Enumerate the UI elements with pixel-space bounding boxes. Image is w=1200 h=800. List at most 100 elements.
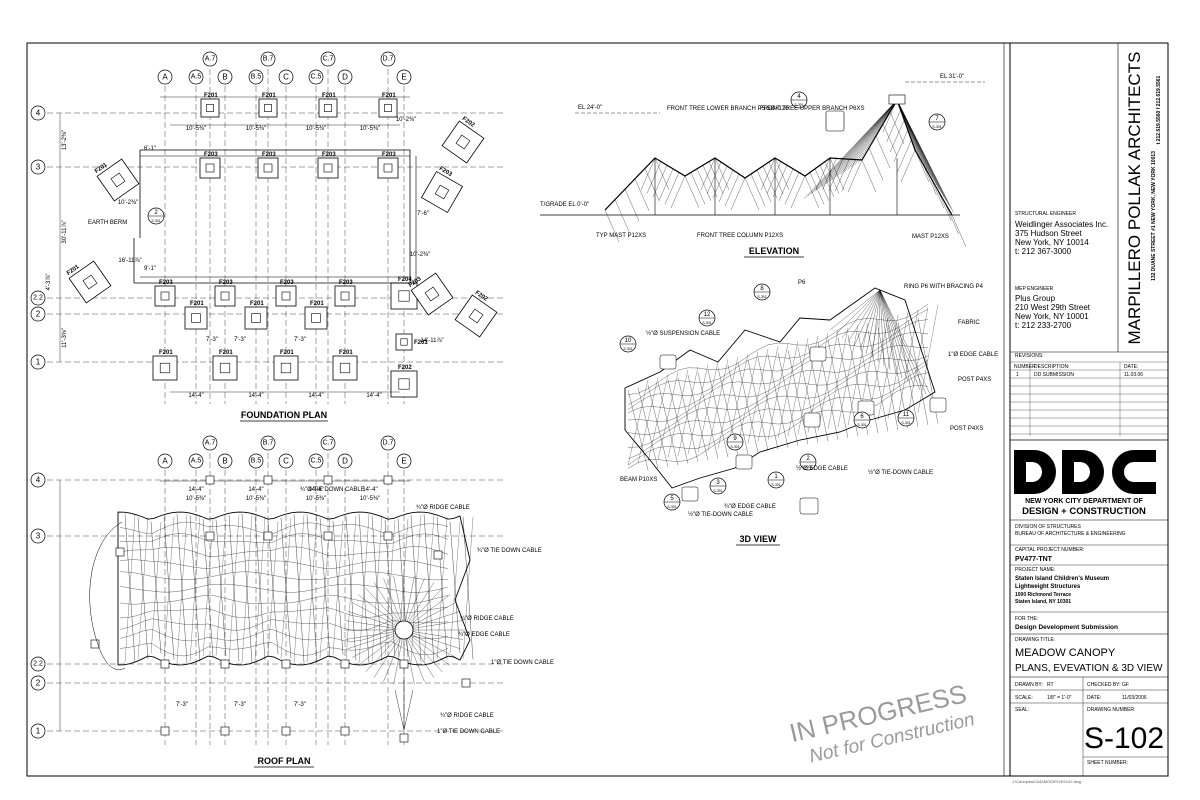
- line-work: [937, 188, 952, 222]
- line-work: [818, 99, 898, 189]
- dimension: 10'-5⅜": [360, 126, 380, 132]
- division: DIVISION OF STRUCTURES: [1015, 524, 1082, 530]
- line-work: [768, 161, 784, 195]
- line-work: [854, 99, 898, 165]
- footing: [244, 306, 268, 330]
- dimension: 14'-4": [366, 393, 381, 399]
- grid-bubble-label: B.7: [263, 440, 274, 447]
- line-work: [697, 372, 719, 459]
- grid-bubble-label: C.7: [323, 440, 334, 447]
- dimension: 7'-3": [234, 337, 246, 343]
- footing-rotated: F202: [454, 290, 498, 338]
- revisions-col-date: DATE:: [1124, 364, 1138, 370]
- line-work: [345, 516, 357, 661]
- grid-bubble-label: 2.2: [33, 661, 43, 668]
- line-work: [760, 157, 776, 191]
- grid-bubble-label: B.5: [251, 74, 262, 81]
- callout-number: 2: [154, 210, 158, 216]
- line-work: [861, 159, 877, 193]
- elevation-note: TYP MAST P12XS: [596, 233, 646, 239]
- line-work: [877, 289, 881, 363]
- line-work: [822, 158, 837, 191]
- post-base: [220, 659, 230, 669]
- grid-bubble-label: 2: [36, 310, 41, 319]
- grid-bubble: [380, 435, 396, 451]
- dimension: 7'-3": [176, 702, 188, 708]
- 3d-note: ½"Ø SUSPENSION CABLE: [646, 330, 720, 337]
- callout-sheet: S-301: [771, 483, 780, 487]
- line-work: [707, 369, 729, 458]
- grid-bubble: [260, 435, 276, 451]
- callout-sheet: S-301: [730, 445, 739, 449]
- scale-value: 1/8" = 1'-0": [1047, 695, 1072, 701]
- line-work: [644, 168, 660, 201]
- project-address-1: 1000 Richmond Terrace: [1015, 592, 1071, 598]
- line-work: [614, 199, 630, 232]
- footing-rotated: F201: [94, 158, 140, 202]
- post-base: [323, 531, 333, 541]
- project-name-2: Lightweight Structures: [1015, 584, 1081, 590]
- post-base: [433, 550, 443, 560]
- line-work: [664, 172, 680, 205]
- dimension: 7'-6": [417, 211, 429, 217]
- elevation-note: FRONT TREE LOWER BRANCH PS 5Ø×120: [667, 106, 789, 112]
- mast-ring: [888, 94, 906, 105]
- line-work: [344, 620, 396, 629]
- mesh-line: [119, 521, 449, 535]
- line-work: [822, 99, 898, 187]
- structural-line: 375 Hudson Street: [1015, 229, 1082, 238]
- earth-berm: [89, 521, 126, 670]
- line-work: [847, 289, 881, 343]
- line-work: [677, 366, 699, 457]
- sheet-number-label: SHEET NUMBER:: [1087, 760, 1128, 766]
- line-work: [637, 377, 659, 464]
- grid-bubble-label: 2: [36, 679, 41, 688]
- drawing-title-2: PLANS, EVEVATION & 3D VIEW: [1015, 663, 1163, 674]
- 3d-note: ½"Ø TIE-DOWN CABLE: [688, 511, 753, 518]
- elevation-left-level: EL 24'-0": [578, 105, 602, 111]
- footing-pier: [434, 184, 450, 200]
- grid-bubble: [380, 51, 396, 67]
- line-work: [241, 514, 253, 663]
- line-work: [373, 637, 400, 678]
- footing-label: F201: [382, 93, 396, 99]
- line-work: [412, 611, 461, 628]
- callout-number: 7: [935, 116, 939, 122]
- line-work: [347, 611, 396, 628]
- structural-line: Weidlinger Associates Inc.: [1015, 220, 1108, 229]
- line-work: [344, 631, 396, 640]
- line-work: [868, 147, 884, 181]
- post-base: [281, 726, 291, 736]
- line-work: [841, 289, 881, 339]
- grid-bubble-label: E: [401, 73, 406, 82]
- 3d-note: 1"Ø EDGE CABLE: [948, 352, 998, 358]
- post-base: [399, 733, 409, 743]
- footing-pier: [219, 362, 231, 374]
- grid-bubble: [278, 453, 294, 469]
- footing-pier: [263, 163, 273, 173]
- grid-bubble-label: D: [342, 73, 348, 82]
- line-work: [843, 99, 898, 173]
- post-base: [160, 726, 170, 736]
- mesh-line: [627, 372, 929, 466]
- grid-bubble: [320, 435, 336, 451]
- line-work: [406, 578, 425, 622]
- line-work: [804, 175, 820, 209]
- line-work: [790, 175, 806, 209]
- line-work: [403, 689, 414, 731]
- line-work: [706, 161, 722, 195]
- line-work: [124, 514, 136, 663]
- callout-sheet: S-301: [932, 125, 941, 129]
- mesh-line: [627, 345, 929, 422]
- footing-label: F203: [382, 152, 396, 158]
- project-address-2: Staten Island, NY 10301: [1015, 599, 1071, 605]
- line-work: [604, 209, 620, 243]
- line-work: [700, 157, 716, 191]
- footing: [454, 294, 498, 338]
- revisions-heading: REVISIONS:: [1015, 353, 1044, 359]
- post-base: [281, 659, 291, 669]
- mep-line: 210 West 29th Street: [1015, 303, 1091, 312]
- grid-bubble-label: C: [283, 73, 289, 82]
- roof-annotations: ¾"Ø TIE DOWN CABLE ¾"Ø RIDGE CABLE ¾"Ø T…: [300, 487, 554, 735]
